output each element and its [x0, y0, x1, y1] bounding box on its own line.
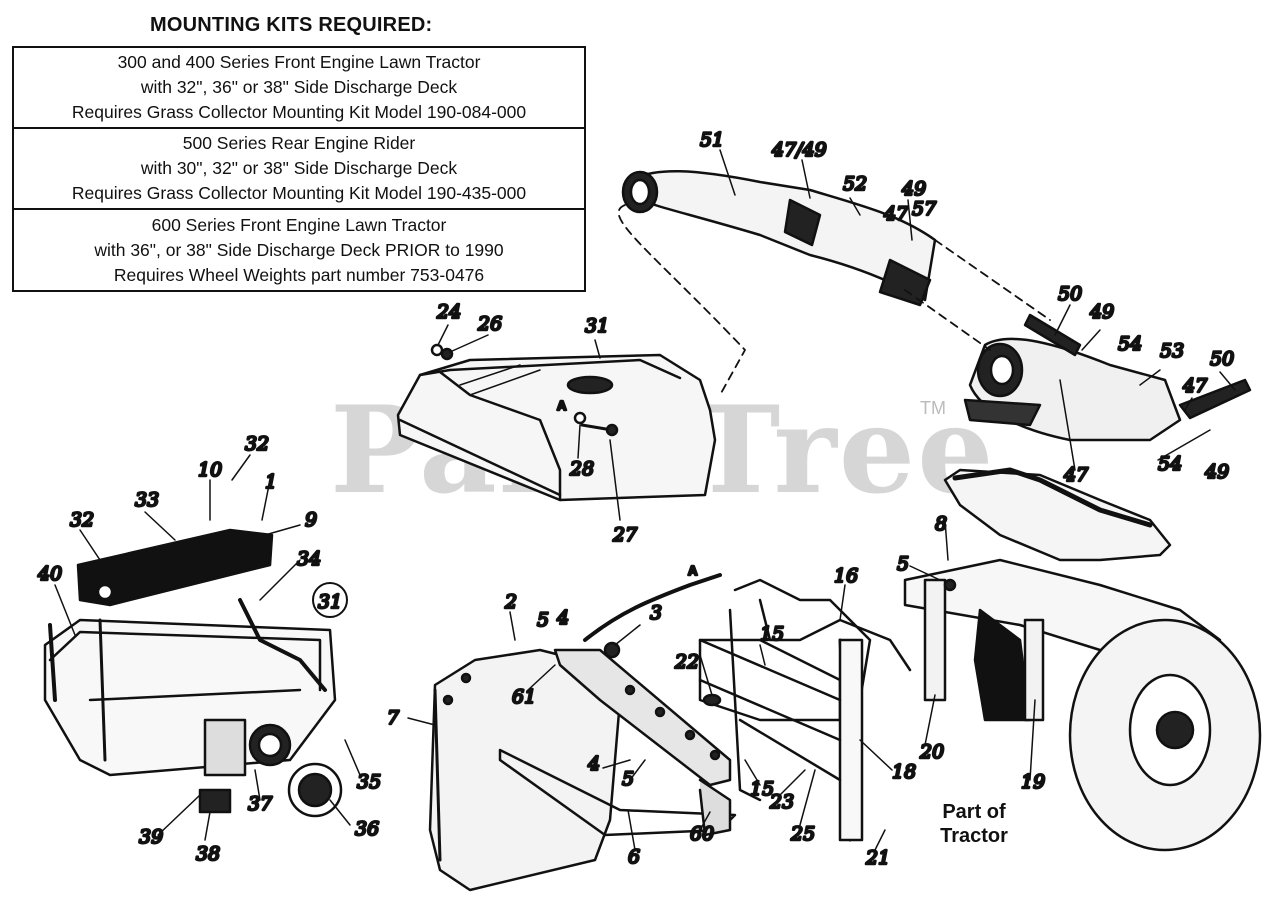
label-5: 5: [537, 609, 549, 631]
kit-row: 300 and 400 Series Front Engine Lawn Tra…: [14, 48, 584, 129]
label-49: 49: [901, 178, 926, 200]
label-7: 7: [387, 707, 400, 729]
label-18: 18: [892, 761, 916, 783]
note-line: Tractor: [940, 825, 1008, 847]
kits-table: 300 and 400 Series Front Engine Lawn Tra…: [12, 46, 586, 292]
label-37: 37: [248, 793, 273, 815]
label-23: 23: [769, 791, 794, 813]
grass-bag: [428, 648, 737, 892]
kit-line: Requires Grass Collector Mounting Kit Mo…: [71, 102, 527, 122]
label-1: 1: [265, 471, 277, 493]
kit-row: 600 Series Front Engine Lawn Tractor wit…: [14, 210, 584, 291]
label-36: 36: [355, 818, 379, 840]
label-15: 15: [750, 778, 774, 800]
label-34: 34: [297, 548, 321, 570]
hitch-frame: [698, 578, 912, 842]
label-20: 20: [919, 741, 944, 763]
label-9: 9: [305, 509, 317, 531]
label-47-49: 47/49: [771, 139, 827, 161]
label-4: 4: [587, 753, 600, 775]
label-50: 50: [1210, 348, 1234, 370]
label-28: 28: [569, 458, 594, 480]
label-16: 16: [834, 565, 858, 587]
leader-lines: [617, 204, 1051, 396]
label-32: 32: [245, 433, 269, 455]
kit-line: Requires Grass Collector Mounting Kit Mo…: [71, 183, 527, 203]
kit-line: 600 Series Front Engine Lawn Tractor: [151, 215, 447, 235]
label-52: 52: [843, 173, 867, 195]
label-61: 61: [512, 686, 536, 708]
label-31-circled: 31: [318, 591, 342, 613]
label-47: 47: [883, 203, 909, 225]
label-8: 8: [935, 513, 947, 535]
part-of-tractor-note: Part of Tractor: [924, 800, 1024, 848]
bolt-27: [573, 411, 619, 437]
label-57: 57: [912, 198, 937, 220]
washers-24-26: [430, 343, 454, 361]
hub-cap-36: [287, 762, 343, 818]
mounting-bracket: [553, 648, 732, 837]
label-15: 15: [760, 623, 784, 645]
label-32: 32: [70, 509, 94, 531]
label-54: 54: [1158, 453, 1182, 475]
label-39: 39: [139, 826, 163, 848]
label-26: 26: [477, 313, 502, 335]
screen-33: [76, 528, 274, 607]
label-33: 33: [135, 489, 159, 511]
chute-adapter: [963, 313, 1252, 442]
trademark-mark: TM: [920, 398, 946, 418]
label-50: 50: [1058, 283, 1082, 305]
cable-3: [583, 573, 722, 659]
label-21: 21: [865, 847, 890, 869]
label-53: 53: [1160, 340, 1184, 362]
kit-line: Requires Wheel Weights part number 753-0…: [113, 265, 485, 285]
tractor-rear: [903, 467, 1262, 852]
label-51: 51: [700, 129, 724, 151]
ref-a: A: [688, 563, 698, 578]
label-38: 38: [196, 843, 220, 865]
label-47: 47: [1063, 464, 1089, 486]
kit-line: with 36", or 38" Side Discharge Deck PRI…: [94, 240, 504, 260]
bag-top-cover: [396, 353, 717, 502]
label-4: 4: [556, 607, 569, 629]
label-2: 2: [504, 591, 517, 613]
label-27: 27: [612, 524, 638, 546]
label-47: 47: [1182, 375, 1208, 397]
label-leaders: [54, 149, 1236, 851]
label-31: 31: [585, 315, 609, 337]
note-line: Part of: [942, 801, 1006, 823]
label-10: 10: [198, 459, 222, 481]
ref-a: A: [557, 398, 567, 413]
label-54: 54: [1118, 333, 1142, 355]
label-22: 22: [674, 651, 699, 673]
label-24: 24: [436, 301, 461, 323]
kit-line: 500 Series Rear Engine Rider: [182, 133, 416, 153]
kit-row: 500 Series Rear Engine Rider with 30", 3…: [14, 129, 584, 210]
kit-line: with 30", 32" or 38" Side Discharge Deck: [140, 158, 458, 178]
kits-title: MOUNTING KITS REQUIRED:: [150, 14, 433, 36]
label-5: 5: [897, 553, 909, 575]
label-19: 19: [1021, 771, 1045, 793]
label-6: 6: [628, 846, 640, 868]
label-40: 40: [37, 563, 62, 585]
kit-line: 300 and 400 Series Front Engine Lawn Tra…: [117, 52, 481, 72]
label-49: 49: [1089, 301, 1114, 323]
callout-circle: [312, 582, 348, 618]
label-25: 25: [790, 823, 815, 845]
label-49: 49: [1204, 461, 1229, 483]
chute-tube: [621, 170, 937, 307]
collector-frame: [43, 598, 337, 777]
part-labels: 1 2 3 4 4 5 5 5 6 7 8 9 10 15 15 16 18 1…: [36, 128, 1236, 871]
label-35: 35: [357, 771, 381, 793]
bracket-39: [198, 788, 232, 814]
kit-line: with 32", 36" or 38" Side Discharge Deck: [140, 77, 458, 97]
label-3: 3: [650, 602, 662, 624]
label-5: 5: [622, 768, 634, 790]
